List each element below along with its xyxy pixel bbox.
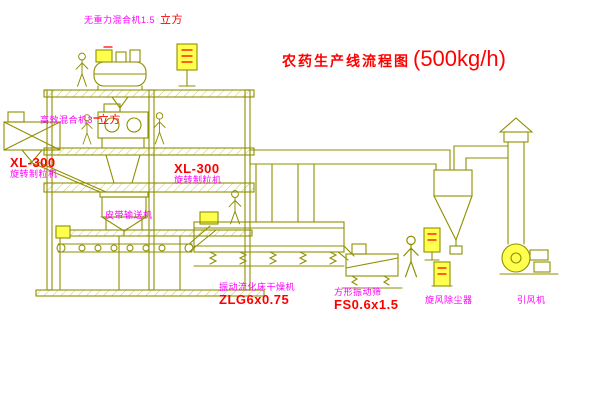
granulator-left-model: XL-300 <box>10 155 56 170</box>
draft-fan <box>499 243 559 275</box>
mixer-top-unit: 立方 <box>159 14 183 26</box>
label-granulator-left: XL-300 旋转制粒机 <box>10 155 58 180</box>
vibrating-sieve <box>341 243 403 289</box>
label-sieve: 方形振动筛 FS0.6x1.5 <box>334 287 399 312</box>
mixer-high-eff-name: 高效混合机3 <box>40 115 94 125</box>
dryer-name: 振动流化床干燥机 <box>219 282 296 292</box>
label-mixer-high-eff: 高效混合机3 立方 <box>40 110 121 128</box>
mid-mixer <box>93 103 149 184</box>
mixer-high-eff-unit: 立方 <box>97 114 121 126</box>
label-dryer: 振动流化床干燥机 ZLG6x0.75 <box>219 282 296 307</box>
granulator-left-name: 旋转制粒机 <box>10 169 58 180</box>
building-frame <box>35 89 265 297</box>
granulator-center-model: XL-300 <box>174 161 220 176</box>
exhaust-stack <box>498 117 534 245</box>
person-top-floor <box>75 52 89 87</box>
label-belt-conveyor: 皮带输送机 <box>105 210 153 220</box>
fluid-bed-dryer <box>193 163 355 267</box>
person-near-sieve <box>403 235 419 278</box>
label-granulator-center: XL-300 旋转制粒机 <box>174 161 222 186</box>
people <box>75 52 419 278</box>
granulator-center-name: 旋转制粒机 <box>174 175 222 186</box>
label-draft-fan: 引风机 <box>517 295 546 305</box>
top-mixer <box>93 46 147 113</box>
label-mixer-top: 无重力混合机1.5 立方 <box>84 10 183 28</box>
belt-conveyor <box>55 225 217 253</box>
control-cabinet-right-1 <box>423 227 441 261</box>
granulator <box>99 191 149 237</box>
control-cabinet-right-2 <box>431 261 453 287</box>
cyclone-separator <box>433 145 509 255</box>
sieve-name: 方形振动筛 <box>334 287 382 297</box>
mixer-top-name: 无重力混合机1.5 <box>84 15 156 25</box>
exhaust-duct <box>249 149 451 171</box>
person-lower-level <box>228 190 242 225</box>
control-cabinet-top <box>176 43 198 87</box>
high-efficiency-mixer <box>3 111 107 193</box>
person-mid-right <box>153 112 166 145</box>
title-capacity: (500kg/h) <box>413 46 506 71</box>
sieve-model: FS0.6x1.5 <box>334 296 399 312</box>
label-cyclone: 旋风除尘器 <box>425 295 473 305</box>
title-text: 农药生产线流程图 <box>282 53 410 69</box>
drawing-title: 农药生产线流程图 (500kg/h) <box>282 46 506 72</box>
dryer-model: ZLG6x0.75 <box>219 291 290 307</box>
